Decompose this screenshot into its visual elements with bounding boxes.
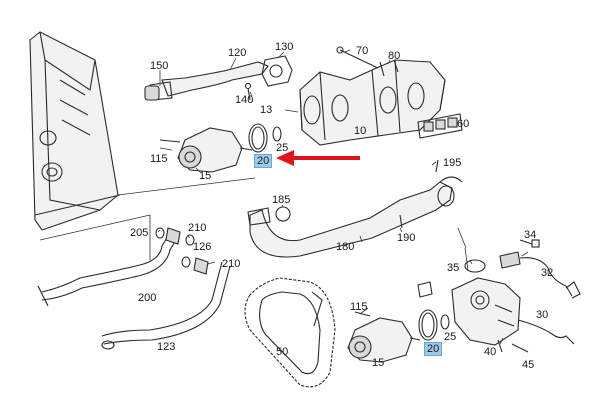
thermostat-housing-30 xyxy=(451,277,521,346)
gasket-60 xyxy=(417,113,463,139)
fitting-210-a xyxy=(165,227,181,245)
bolt-140 xyxy=(244,82,252,101)
label-210-upper: 210 xyxy=(188,222,207,234)
label-200: 200 xyxy=(138,292,157,304)
egr-pipe-120 xyxy=(144,61,269,101)
egr-cooler-10 xyxy=(299,59,446,146)
bolt-70 xyxy=(336,46,379,69)
pump-15-lower xyxy=(347,311,421,363)
label-45: 45 xyxy=(522,359,535,371)
fitting-210-b xyxy=(193,257,209,275)
timing-chain-50 xyxy=(244,277,336,388)
o-ring-20-upper xyxy=(248,123,268,153)
label-32: 32 xyxy=(541,267,554,279)
label-70: 70 xyxy=(356,45,369,57)
label-15-lower: 15 xyxy=(372,357,385,369)
label-13: 13 xyxy=(260,104,273,116)
bolt-40 xyxy=(497,339,503,353)
label-10: 10 xyxy=(354,125,367,137)
label-150: 150 xyxy=(150,60,169,72)
label-25-lower: 25 xyxy=(444,331,457,343)
label-25-upper: 25 xyxy=(276,142,289,154)
bolt-190 xyxy=(399,214,403,229)
label-185: 185 xyxy=(272,194,291,206)
gasket-small xyxy=(417,281,433,298)
hose-200 xyxy=(37,235,177,307)
label-140: 140 xyxy=(235,94,254,106)
clamp-126 xyxy=(185,234,195,246)
bolt-195 xyxy=(435,159,439,173)
group-outline xyxy=(39,177,256,260)
gasket-185 xyxy=(275,206,291,222)
label-115-lower: 115 xyxy=(350,301,368,313)
egr-pipe-180 xyxy=(247,176,463,258)
bolt-34 xyxy=(519,239,540,248)
bolt-80 xyxy=(379,59,399,77)
gasket-35 xyxy=(464,259,486,273)
seal-25-lower xyxy=(440,314,450,330)
label-20-lower: 20 xyxy=(424,342,443,356)
label-190: 190 xyxy=(397,232,416,244)
o-ring-20-upper-inner xyxy=(251,126,265,150)
label-50: 50 xyxy=(276,346,289,358)
label-180: 180 xyxy=(336,241,355,253)
clamp-205 xyxy=(155,227,165,239)
label-60: 60 xyxy=(457,118,470,130)
label-40: 40 xyxy=(484,346,497,358)
label-195: 195 xyxy=(443,157,462,169)
label-115-upper: 115 xyxy=(150,153,168,165)
leader-lines xyxy=(157,49,549,345)
label-120: 120 xyxy=(228,47,247,59)
engine-block xyxy=(29,31,121,231)
label-123: 123 xyxy=(157,341,176,353)
o-ring-20-lower-inner xyxy=(421,312,435,338)
label-35: 35 xyxy=(447,262,460,274)
seal-25-upper xyxy=(272,126,282,142)
clamp-lower xyxy=(181,256,191,268)
sensor-wire-lower xyxy=(517,319,575,345)
label-126: 126 xyxy=(193,241,212,253)
sensor-32 xyxy=(499,251,581,299)
label-20-upper: 20 xyxy=(254,154,273,168)
pump-15-upper xyxy=(159,127,253,173)
label-210-lower: 210 xyxy=(222,258,241,270)
bolt-45 xyxy=(511,343,529,353)
label-205: 205 xyxy=(130,227,149,239)
highlight-arrow xyxy=(276,150,360,166)
label-30: 30 xyxy=(536,309,549,321)
o-ring-20-lower xyxy=(418,309,438,341)
label-80: 80 xyxy=(388,50,401,62)
gasket-130 xyxy=(261,55,293,87)
label-34: 34 xyxy=(524,229,537,241)
hose-123 xyxy=(101,261,231,350)
label-130: 130 xyxy=(275,41,294,53)
label-15-upper: 15 xyxy=(199,170,212,182)
